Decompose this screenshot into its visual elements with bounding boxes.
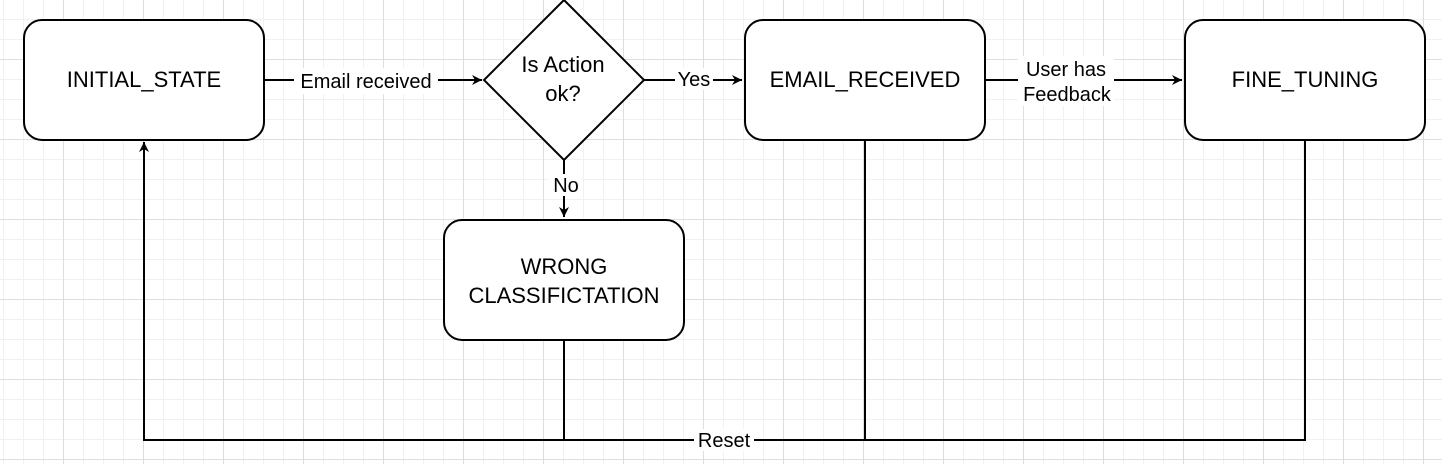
yes-edge-label: Yes bbox=[678, 69, 711, 91]
decision-label-line1: Is Action bbox=[521, 52, 604, 77]
email-received-node-label: EMAIL_RECEIVED bbox=[770, 67, 961, 92]
wrong-label-line1: WRONG bbox=[521, 254, 608, 279]
wrong-label-line2: CLASSIFICTATION bbox=[468, 283, 659, 308]
email-received-edge-label: Email received bbox=[300, 71, 431, 93]
decision-label-line2: ok? bbox=[545, 81, 580, 106]
feedback-edge-label-line1: User has bbox=[1026, 59, 1106, 81]
edge-label-backgrounds bbox=[294, 56, 1114, 451]
node-email-received[interactable] bbox=[744, 19, 986, 141]
initial-state-label: INITIAL_STATE bbox=[67, 67, 221, 92]
edge-reset-path[interactable] bbox=[139, 140, 1306, 441]
node-initial-state[interactable] bbox=[23, 19, 265, 141]
node-wrong-classification[interactable] bbox=[443, 219, 685, 341]
reset-edge-label: Reset bbox=[698, 430, 751, 452]
edge-labels: Email received Yes No User has Feedback … bbox=[300, 59, 1111, 452]
node-decision[interactable] bbox=[482, 0, 646, 162]
no-edge-label: No bbox=[553, 175, 579, 197]
edges bbox=[139, 75, 1306, 441]
fine-tuning-label: FINE_TUNING bbox=[1232, 67, 1379, 92]
node-fine-tuning[interactable] bbox=[1184, 19, 1426, 141]
feedback-edge-label-line2: Feedback bbox=[1023, 84, 1112, 106]
node-labels: INITIAL_STATE Is Action ok? EMAIL_RECEIV… bbox=[67, 52, 1379, 308]
nodes bbox=[23, 0, 1426, 341]
